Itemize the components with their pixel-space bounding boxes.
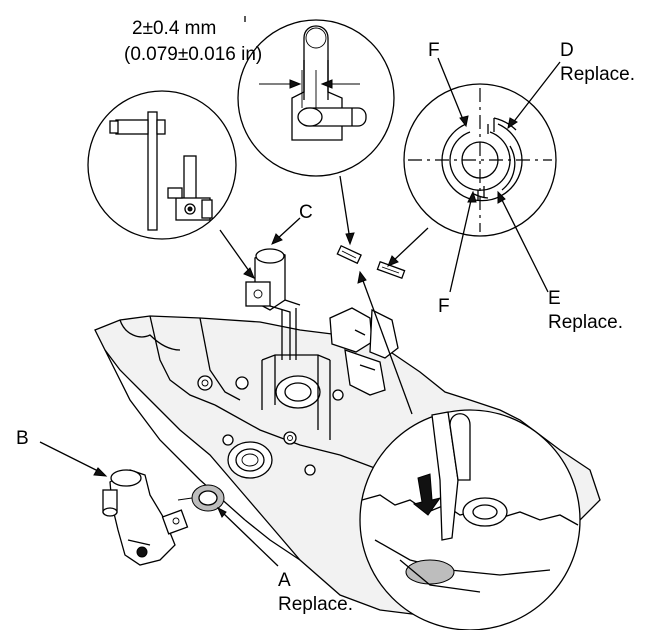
callout-d-replace: Replace.: [560, 64, 635, 85]
oil-seal-a: [177, 484, 225, 512]
callout-d: D: [560, 40, 574, 61]
callout-e-replace: Replace.: [548, 312, 623, 333]
dimension-line1: 2±0.4 mm: [132, 18, 216, 39]
callout-e: E: [548, 288, 561, 309]
detail-spring-pin-orientation: [403, 83, 557, 237]
dimension-line2: (0.079±0.016 in): [124, 44, 262, 65]
callout-b: B: [16, 428, 29, 449]
callout-c: C: [299, 202, 313, 223]
callout-a: A: [278, 570, 291, 591]
callout-f-top: F: [428, 40, 440, 61]
detail-pin-punch: [359, 409, 581, 631]
shift-fork-bracket: [329, 307, 399, 396]
callout-a-replace: Replace.: [278, 594, 353, 615]
detail-shift-arm-view: [87, 90, 237, 240]
shift-lever-c: [245, 248, 301, 360]
detail-spring-pin-depth: [237, 19, 395, 177]
shift-arm-b: [102, 469, 189, 566]
spring-pins: [336, 244, 406, 280]
arrow-down-icon: [412, 473, 442, 516]
leader-lines: [39, 16, 561, 567]
callout-f-bottom: F: [438, 296, 450, 317]
